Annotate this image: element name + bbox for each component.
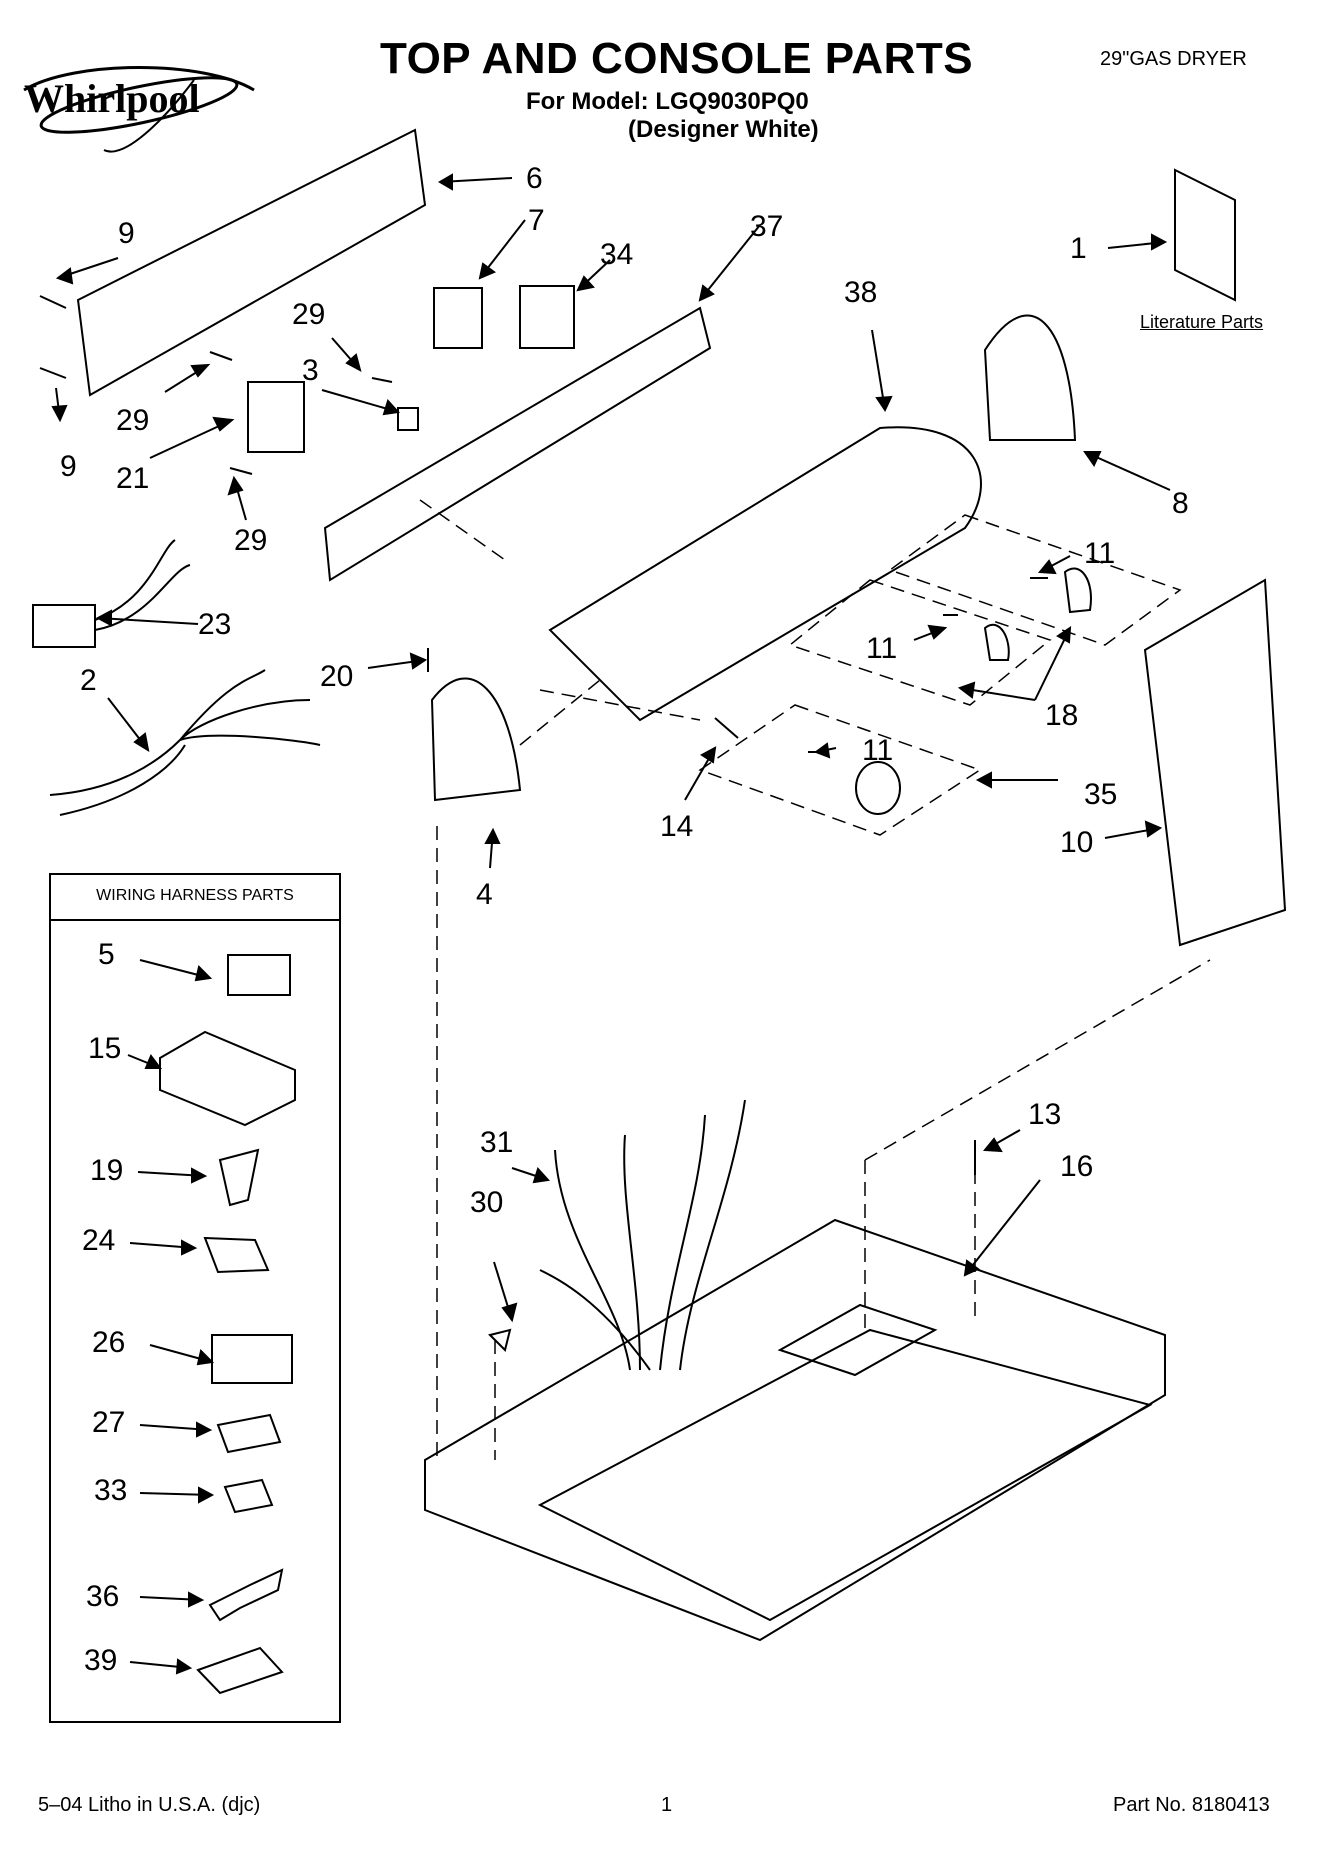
- part-26-connector: [211, 1334, 293, 1384]
- callout-34: 34: [600, 238, 633, 271]
- whirlpool-logo: Whirlpool: [14, 50, 264, 160]
- part-31-wires: [539, 1099, 746, 1371]
- callout-13: 13: [1028, 1098, 1061, 1131]
- part-36-terminal: [208, 1568, 284, 1622]
- callout-3: 3: [302, 354, 319, 387]
- part-9-screw: [39, 295, 67, 379]
- part-2-harness: [49, 669, 321, 816]
- part-10-lintscreen: [1143, 578, 1287, 947]
- callout-11a: 11: [1084, 537, 1115, 570]
- callout-29b: 29: [116, 404, 149, 437]
- callout-16: 16: [1060, 1150, 1093, 1183]
- part-14-screw: [714, 717, 739, 739]
- callout-7: 7: [528, 204, 545, 237]
- callout-10: 10: [1060, 826, 1093, 859]
- color-line: (Designer White): [628, 116, 819, 143]
- brand-text: Whirlpool: [24, 76, 200, 121]
- callout-15: 15: [88, 1032, 121, 1065]
- callout-23: 23: [198, 608, 231, 641]
- part-29-screw: [209, 351, 393, 475]
- callout-4: 4: [476, 878, 493, 911]
- callout-20: 20: [320, 660, 353, 693]
- part-39-connector: [196, 1646, 284, 1695]
- callout-37: 37: [750, 210, 783, 243]
- literature-parts-label: Literature Parts: [1140, 312, 1264, 332]
- callout-11c: 11: [862, 734, 893, 767]
- callout-35: 35: [1084, 778, 1117, 811]
- callout-18: 18: [1045, 699, 1078, 732]
- callout-26: 26: [92, 1326, 125, 1359]
- part-3-knob: [397, 407, 419, 431]
- callout-39: 39: [84, 1644, 117, 1677]
- part-19-clip: [218, 1148, 260, 1207]
- part-30-clip: [488, 1328, 512, 1352]
- callout-1: 1: [1070, 232, 1087, 265]
- callout-21: 21: [116, 462, 149, 495]
- part-34-switch: [519, 285, 575, 349]
- callout-36: 36: [86, 1580, 119, 1613]
- part-38-console: [548, 426, 982, 722]
- callout-8: 8: [1172, 487, 1189, 520]
- part-16-top: [424, 1218, 1166, 1642]
- callout-30: 30: [470, 1186, 503, 1219]
- part-4-endcap: [430, 677, 522, 802]
- callout-19: 19: [90, 1154, 123, 1187]
- callout-33: 33: [94, 1474, 127, 1507]
- part-11-clip: [808, 577, 1048, 753]
- wiring-harness-title: WIRING HARNESS PARTS: [49, 873, 341, 921]
- model-line: For Model: LGQ9030PQ0: [526, 88, 809, 115]
- wiring-harness-box: [49, 873, 341, 1723]
- part-33-connector: [223, 1478, 274, 1514]
- callout-5: 5: [98, 938, 115, 971]
- part-7-switch: [433, 287, 483, 349]
- callout-31: 31: [480, 1126, 513, 1159]
- part-24-connector: [203, 1236, 270, 1274]
- callout-24: 24: [82, 1224, 115, 1257]
- callout-38: 38: [844, 276, 877, 309]
- callout-6: 6: [526, 162, 543, 195]
- callout-9b: 9: [60, 450, 77, 483]
- part-1-literature: [1174, 168, 1236, 302]
- callout-27: 27: [92, 1406, 125, 1439]
- footer-print-info: 5–04 Litho in U.S.A. (djc): [38, 1794, 261, 1816]
- part-15-connector: [159, 1030, 296, 1127]
- part-6-bracket: [76, 128, 427, 397]
- part-23-plug: [32, 604, 96, 648]
- part-18-knob: [983, 567, 1092, 661]
- part-8-endcap: [983, 314, 1077, 441]
- footer-part-number: Part No. 8180413: [1113, 1794, 1270, 1816]
- product-label: 29"GAS DRYER: [1100, 48, 1247, 70]
- footer-page-number: 1: [661, 1794, 673, 1816]
- part-35-knob: [855, 761, 901, 815]
- part-21-switch: [247, 381, 305, 453]
- callout-11b: 11: [866, 632, 897, 665]
- callout-2: 2: [80, 664, 97, 697]
- callout-numbers: 1 2 3 4 5 6 7 8 9 9 10 11 11 11 13 14 15…: [60, 162, 1189, 1677]
- part-37-panel: [323, 306, 712, 582]
- callout-29a: 29: [292, 298, 325, 331]
- page-title: TOP AND CONSOLE PARTS: [380, 34, 974, 83]
- callout-14: 14: [660, 810, 693, 843]
- callout-9a: 9: [118, 217, 135, 250]
- harness-part-sketches: [159, 954, 296, 1695]
- part-27-connector: [216, 1413, 282, 1454]
- part-5-connector: [227, 954, 291, 996]
- callout-29c: 29: [234, 524, 267, 557]
